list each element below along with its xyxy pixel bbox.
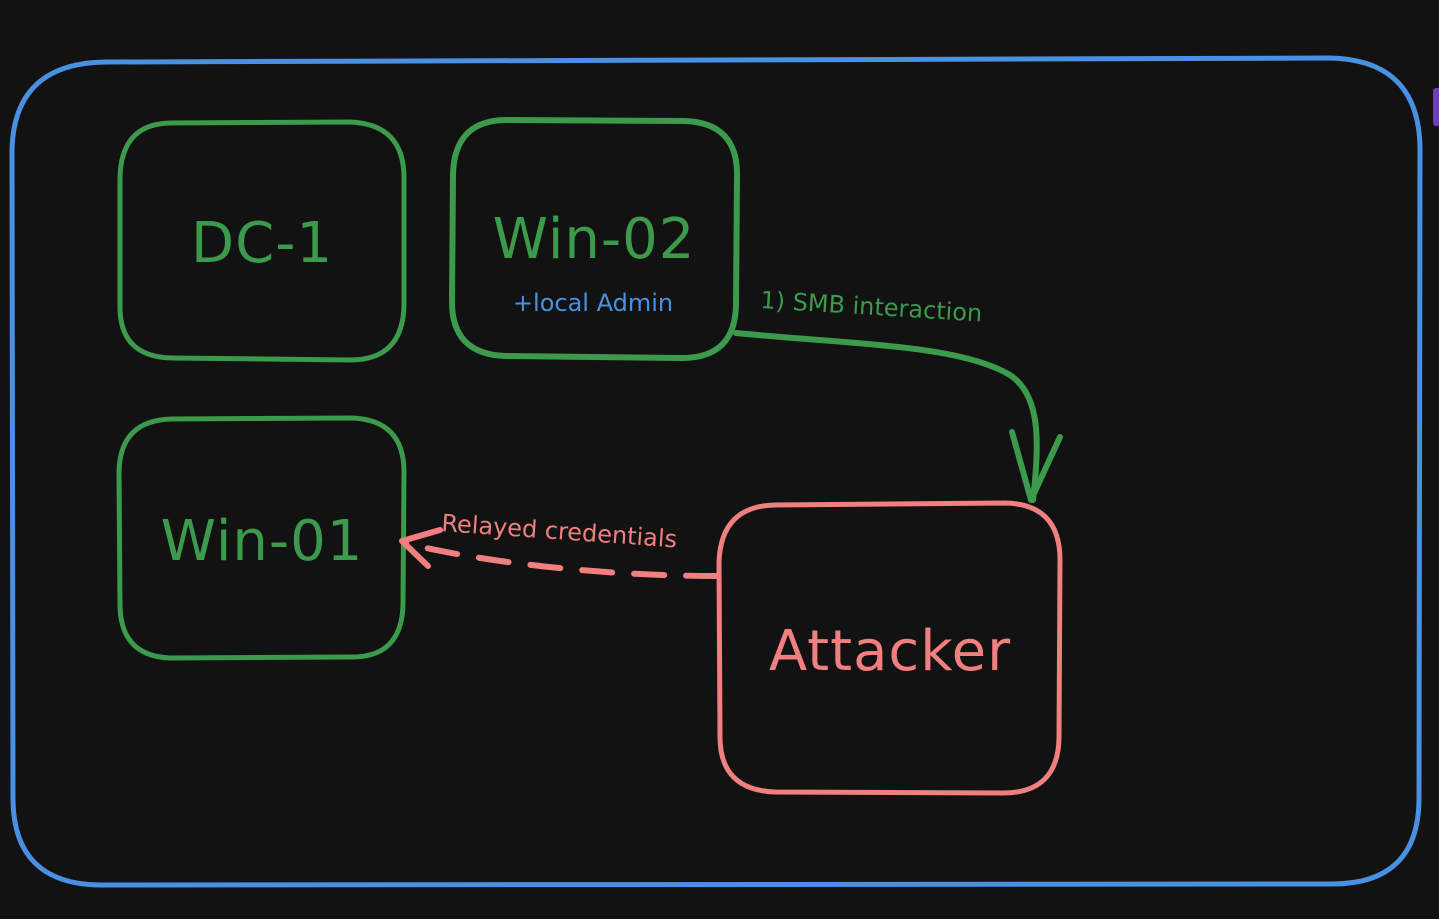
node-win01-box: [116, 415, 407, 661]
node-win02-box: [449, 117, 741, 361]
node-win02[interactable]: Win-02 +local Admin: [449, 117, 741, 361]
node-win01-title: Win-01: [161, 509, 364, 574]
edge-smb-arrowhead: [1009, 429, 1063, 503]
edge-relay-line: [401, 540, 719, 579]
node-dc1-title: DC-1: [191, 211, 333, 276]
edge-smb-line: [733, 330, 1040, 503]
node-attacker-box: [716, 500, 1063, 796]
node-win02-sublabel: +local Admin: [513, 289, 673, 317]
edge-relay-arrowhead: [399, 527, 443, 569]
scrollbar-accent: [1433, 88, 1439, 126]
network-boundary-frame: [9, 55, 1423, 888]
edge-smb-interaction[interactable]: 1) SMB interaction: [733, 286, 1063, 503]
edge-smb-label: 1) SMB interaction: [760, 286, 983, 328]
node-attacker-title: Attacker: [769, 619, 1011, 684]
node-win01[interactable]: Win-01: [116, 415, 407, 661]
node-dc1-box: [117, 119, 407, 363]
node-win02-title: Win-02: [493, 207, 696, 272]
node-dc1[interactable]: DC-1: [117, 119, 407, 363]
edge-relayed-credentials[interactable]: Relayed credentials: [399, 509, 719, 579]
edge-relay-label: Relayed credentials: [441, 509, 678, 553]
node-attacker[interactable]: Attacker: [716, 500, 1063, 796]
